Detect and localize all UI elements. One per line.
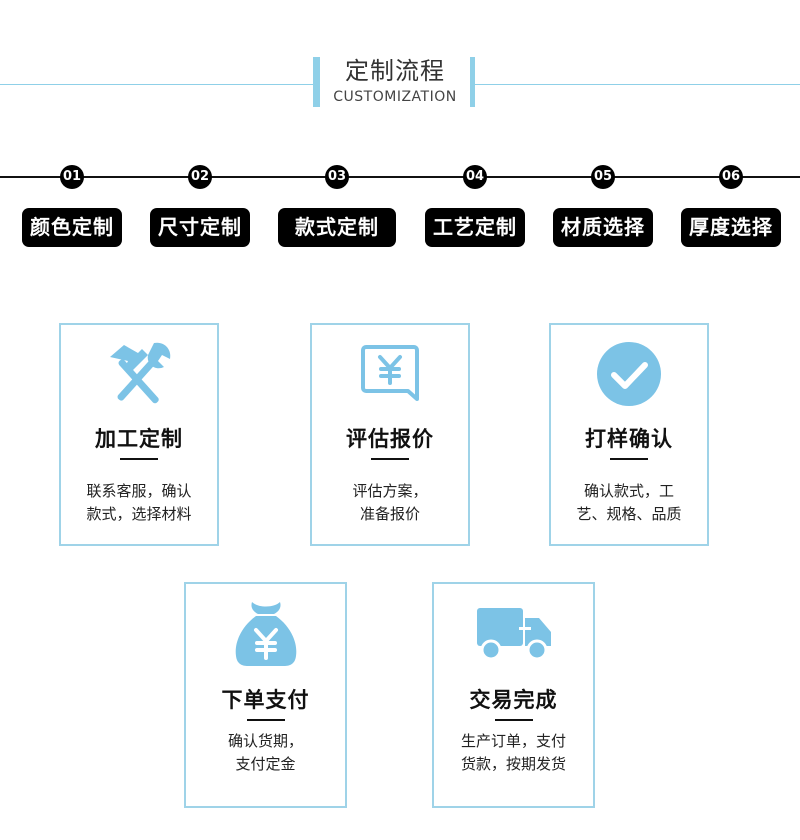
step-number-4: 04: [463, 165, 487, 189]
step-pill-craft: 工艺定制: [425, 208, 525, 247]
card-description-line: 生产订单，支付: [460, 732, 566, 750]
card-title-underline: [610, 458, 648, 460]
step-pill-style: 款式定制: [278, 208, 396, 247]
card-description-line: 支付定金: [235, 755, 296, 773]
delivery-truck-icon: [475, 604, 553, 668]
card-title: 打样确认: [585, 427, 673, 451]
card-description: 评估方案， 准备报价: [322, 480, 458, 526]
section-subtitle: CUSTOMIZATION: [333, 89, 457, 105]
checkmark-icon: [596, 341, 662, 411]
tools-icon: [104, 341, 174, 409]
card-description-line: 联系客服，确认: [86, 482, 192, 500]
card-description: 确认货期， 支付定金: [196, 730, 335, 776]
section-header: 定制流程 CUSTOMIZATION: [320, 56, 470, 108]
money-bag-icon: [232, 598, 300, 672]
process-timeline: [0, 176, 800, 178]
card-description: 确认款式，工 艺、规格、品质: [561, 480, 697, 526]
card-description-line: 艺、规格、品质: [576, 505, 682, 523]
card-processing: 加工定制 联系客服，确认 款式，选择材料: [59, 323, 219, 546]
card-title-underline: [120, 458, 158, 460]
card-title-underline: [494, 719, 533, 721]
step-number-5: 05: [591, 165, 615, 189]
card-quotation: 评估报价 评估方案， 准备报价: [310, 323, 470, 546]
card-sample-confirm: 打样确认 确认款式，工 艺、规格、品质: [549, 323, 709, 546]
step-number-6: 06: [719, 165, 743, 189]
step-pill-color: 颜色定制: [22, 208, 122, 247]
header-accent-bar-left: [313, 57, 320, 107]
card-description: 生产订单，支付 货款，按期发货: [444, 730, 583, 776]
card-title: 评估报价: [346, 427, 434, 451]
step-number-2: 02: [188, 165, 212, 189]
price-quote-icon: [358, 341, 422, 409]
step-number-1: 01: [60, 165, 84, 189]
card-title-underline: [371, 458, 409, 460]
card-description-line: 货款，按期发货: [460, 755, 566, 773]
card-description-line: 确认款式，工: [583, 482, 674, 500]
step-pill-size: 尺寸定制: [150, 208, 250, 247]
header-accent-bar-right: [468, 57, 475, 107]
card-title: 加工定制: [95, 427, 183, 451]
card-description-line: 款式，选择材料: [86, 505, 192, 523]
card-description: 联系客服，确认 款式，选择材料: [71, 480, 207, 526]
card-transaction-complete: 交易完成 生产订单，支付 货款，按期发货: [432, 582, 595, 808]
card-description-line: 评估方案，: [352, 482, 428, 500]
card-title-underline: [246, 719, 285, 721]
card-title: 下单支付: [221, 688, 310, 712]
section-title: 定制流程: [345, 57, 445, 85]
card-description-line: 确认货期，: [227, 732, 303, 750]
card-description-line: 准备报价: [359, 505, 420, 523]
step-number-3: 03: [325, 165, 349, 189]
card-title: 交易完成: [469, 688, 558, 712]
step-pill-thickness: 厚度选择: [681, 208, 781, 247]
step-pill-material: 材质选择: [553, 208, 653, 247]
card-order-payment: 下单支付 确认货期， 支付定金: [184, 582, 347, 808]
